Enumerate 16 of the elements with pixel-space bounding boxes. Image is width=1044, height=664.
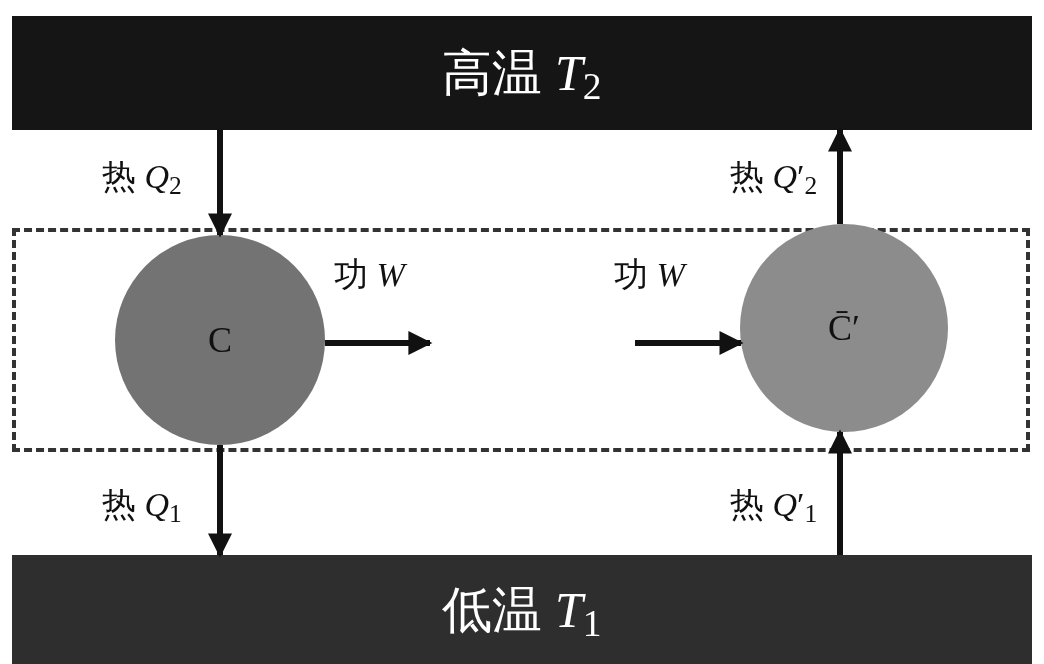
edge-label: 热 Q$_{2}$	[100, 160, 184, 194]
edge-label: 热 Q$_{1}$	[100, 488, 184, 522]
arrow	[208, 445, 232, 558]
edge-label: 功 W	[612, 258, 687, 292]
engine-label: C̄′	[828, 310, 860, 346]
edge-label: 功 W	[332, 258, 407, 292]
arrow	[828, 127, 852, 225]
arrow	[208, 130, 232, 238]
arrow	[324, 331, 433, 355]
reservoir-label: 高温 T$_{2}$	[442, 48, 602, 98]
reservoir-label: 低温 T$_{1}$	[442, 584, 602, 635]
engine-label: C	[208, 322, 232, 358]
cold-reservoir-band	[12, 555, 1032, 664]
hot-reservoir-band	[12, 16, 1032, 130]
arrow	[635, 331, 744, 355]
arrow	[828, 429, 852, 555]
